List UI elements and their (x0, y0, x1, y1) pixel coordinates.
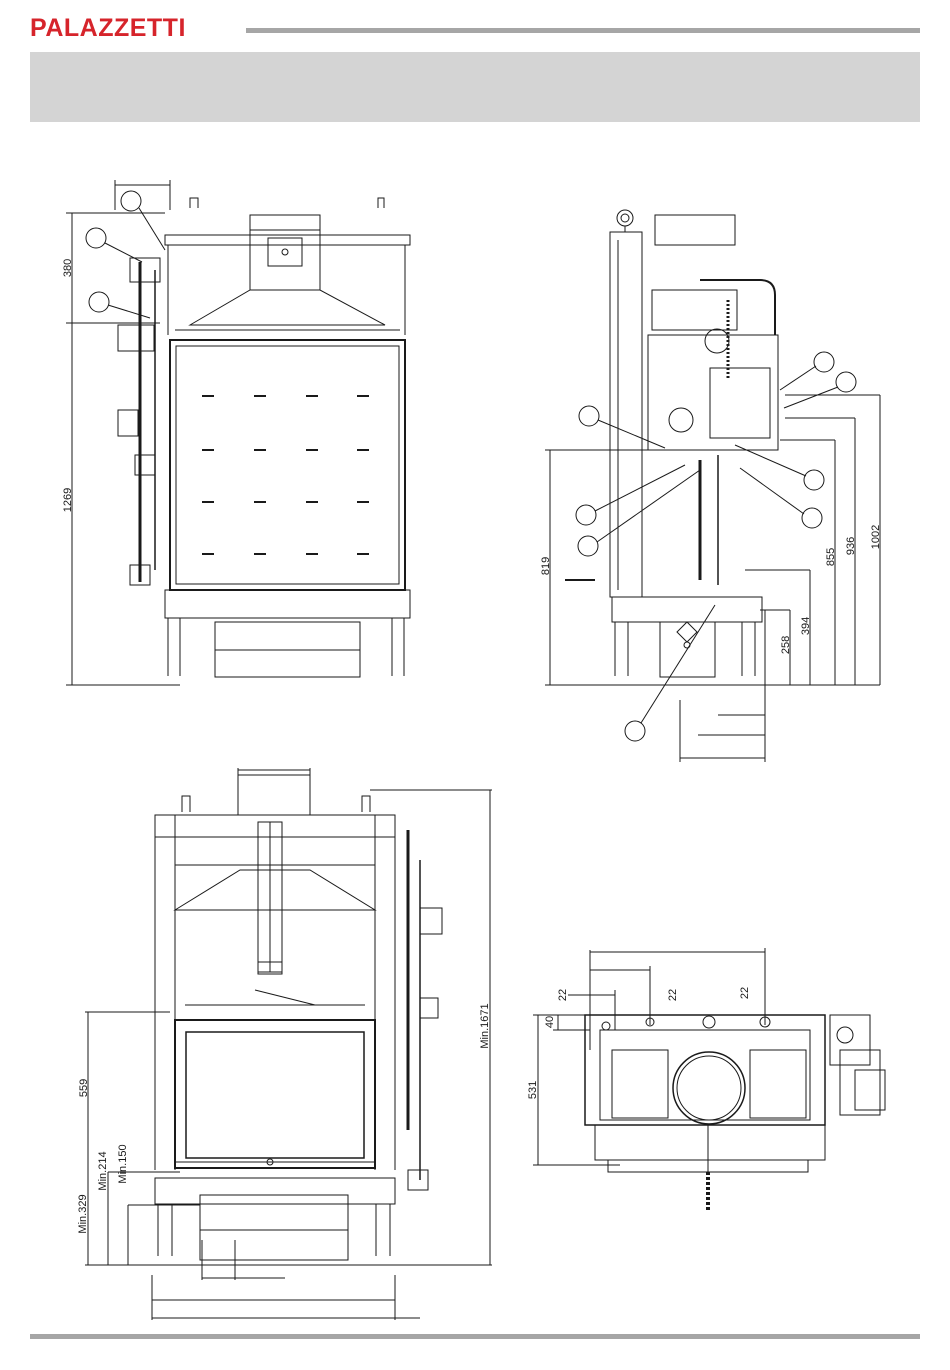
dim-380: 380 (62, 259, 74, 277)
dim-min214: Min.214 (97, 1151, 109, 1190)
dim-936: 936 (845, 537, 857, 555)
dim-531: 531 (527, 1081, 539, 1099)
dim-min1671: Min.1671 (479, 1003, 491, 1048)
dim-258: 258 (780, 636, 792, 654)
front-open-view (85, 768, 492, 1320)
front-view (66, 180, 410, 685)
dim-22-right: 22 (739, 987, 751, 999)
dim-559: 559 (78, 1079, 90, 1097)
dim-min150: Min.150 (117, 1144, 129, 1183)
side-view (545, 210, 880, 762)
dim-819: 819 (540, 557, 552, 575)
dim-min329: Min.329 (77, 1194, 89, 1233)
dim-1269: 1269 (62, 488, 74, 512)
dim-40: 40 (544, 1016, 556, 1028)
dim-855: 855 (825, 548, 837, 566)
dim-22-middle: 22 (667, 989, 679, 1001)
dim-394: 394 (800, 617, 812, 635)
top-view (533, 948, 885, 1210)
footer-rule (30, 1334, 920, 1339)
dim-22-left: 22 (557, 989, 569, 1001)
dim-1002: 1002 (870, 525, 882, 549)
